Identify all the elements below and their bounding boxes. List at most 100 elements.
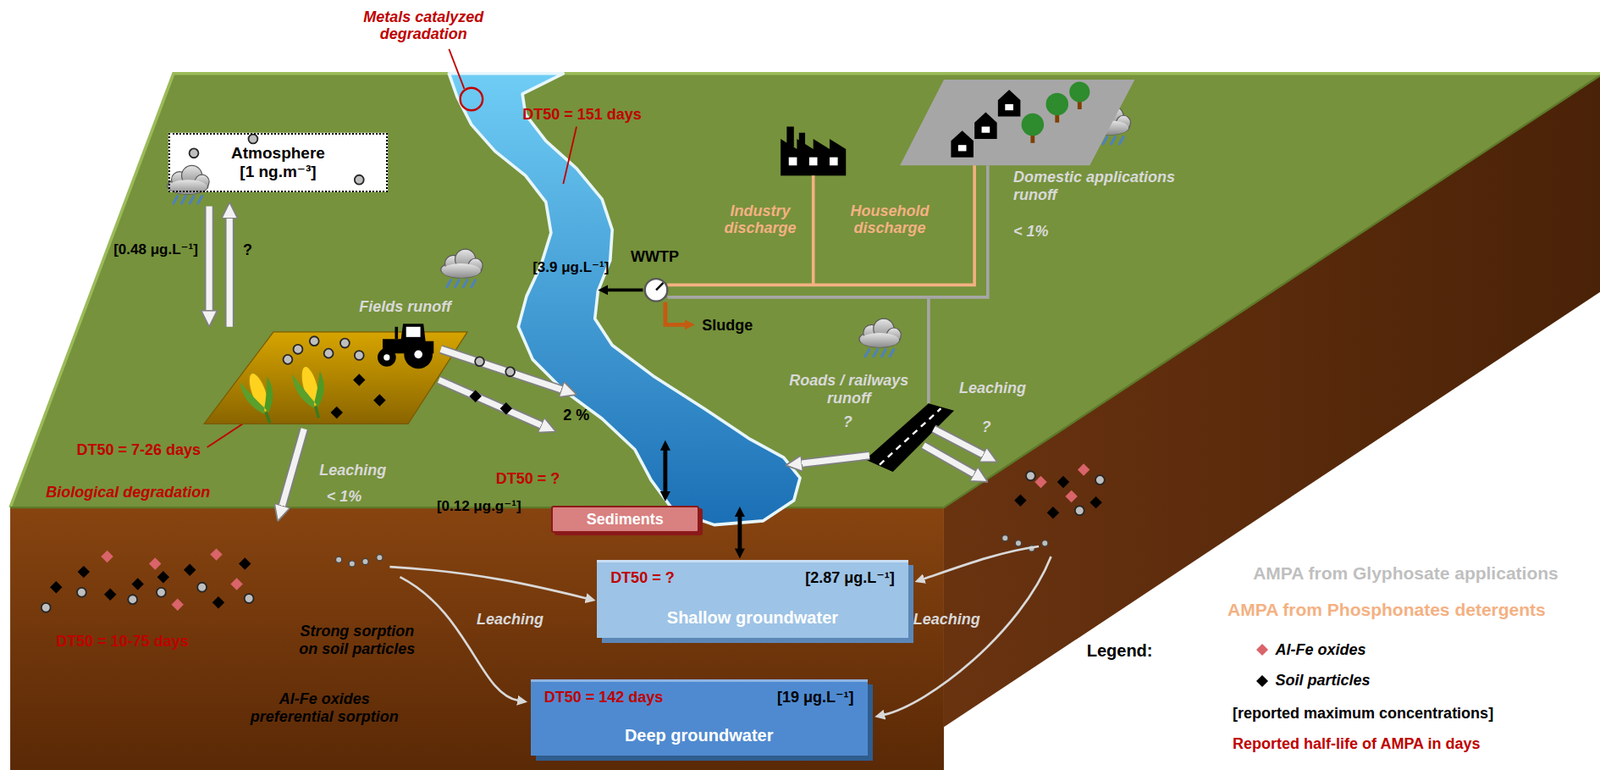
atmosphere-ground [189,148,199,158]
soil-particles [100,550,113,563]
leaching-curve [400,576,519,701]
domestic-area [974,112,998,139]
maize-field [354,350,365,360]
source-label: Roads / railways runoff [782,371,916,407]
unknown-mark: ? [242,241,253,260]
discharge-pipe [667,165,975,285]
unknown-mark: ? [982,418,992,436]
percent-label: 2 % [562,406,590,425]
legend-text: Reported half-life of AMPA in days [1232,734,1480,753]
road-runoff-arrow [800,455,870,464]
process-label: Leaching [319,461,387,480]
soil-particles [1064,490,1077,503]
node-text: Sediments [586,510,664,529]
runoff-arrow [474,356,485,366]
soil-particles [41,463,1105,612]
percent-label: < 1% [1013,222,1049,241]
exchange-arrow [737,515,742,550]
node-text: Deep groundwater [624,725,774,745]
process-label: Leaching [913,610,981,629]
factory-icon [780,126,846,176]
atmosphere-box: Atmosphere[1 ng.m⁻³] [168,132,388,193]
domestic-area [998,89,1021,116]
text-row: DT50 = 142 days[19 μg.L⁻¹] [544,688,855,707]
ground-block [10,73,1600,508]
deposition-arrow [205,206,212,313]
process-label: Fields runoff [358,297,452,316]
process-label: Al-Fe oxides preferential sorption [244,689,404,725]
soil-particles [244,593,254,603]
domestic-area [950,130,974,157]
concentration-label: [0.48 μg.L⁻¹] [113,241,199,259]
half-life-label: DT50 = ? [496,469,561,488]
soil-particles [1089,496,1102,508]
callout-note: Metals catalyzed degradation [355,8,492,44]
legend-title: Legend: [1086,640,1154,661]
soil-particles [1095,474,1105,485]
wwtp-icon [606,288,643,293]
callout-note: Metals catalyzed degradation [355,8,492,44]
soil-particles [41,602,51,613]
node-text: DT50 = ? [610,568,675,587]
soil-particles [127,594,138,604]
metal-callout [448,49,464,89]
half-life-label: DT50 = 10-75 days [55,632,189,651]
percent-label: < 1% [1013,222,1049,241]
maize-field [340,338,350,348]
runoff-arrow [468,390,481,403]
concentration-label: [3.9 μg.L⁻¹] [532,259,609,276]
maize-field [237,368,284,429]
maize-field [331,406,343,419]
leaching-curve [923,546,1039,580]
domestic-area [1021,113,1045,137]
soil-particles [348,560,355,567]
plant-label: WWTP [630,248,679,266]
legend-text: AMPA from Phosphonates detergents [1227,599,1546,620]
exchange-arrow [662,448,668,492]
maize-field [238,376,266,419]
factory-icon [809,157,818,166]
plant-label: WWTP [630,248,679,266]
atmosphere-ground [354,175,365,185]
process-label: Biological degradation [45,483,210,502]
text-row: Sediments [586,510,664,529]
runoff-arrow [438,379,543,425]
tractor-icon [406,326,421,337]
source-label: Household discharge [845,202,934,238]
unknown-mark: ? [982,418,992,436]
domestic-area [958,144,967,151]
exchange-arrow [665,448,740,549]
discharge-pipe [667,165,988,403]
legend-swatch [1256,674,1269,687]
soil-particles [183,562,196,575]
legend-item: AMPA from Glyphosate applications [1252,562,1559,584]
domestic-area [982,126,991,133]
soil-particles [131,577,144,590]
runoff-arrow [505,366,515,376]
soil-particles [1057,475,1070,488]
soil-particles [209,547,222,560]
concentration-label: [0.48 μg.L⁻¹] [113,241,199,259]
legend-swatch [1256,643,1269,656]
atmosphere-ground [248,134,259,144]
legend-item: Al-Fe oxides [1255,640,1367,659]
ground-block [10,75,1600,508]
process-label: Leaching [476,610,544,629]
half-life-label: DT50 = 151 days [522,105,642,124]
tractor-icon [377,347,397,367]
soil-particles [1026,470,1036,480]
text-row: Atmosphere [231,143,326,163]
legend-item: [reported maximum concentrations] [1232,704,1494,723]
maize-field [373,393,386,406]
deposition-arrow [209,206,230,327]
soil-particles [1077,463,1090,475]
soil-particles [49,580,62,593]
process-label: Leaching [319,461,387,480]
source-label: Domestic applications runoff [1013,168,1192,204]
soil-particles [148,557,161,569]
leader-line [562,126,577,184]
text-row: Deep groundwater [544,725,855,745]
leaching-curve [389,566,587,598]
